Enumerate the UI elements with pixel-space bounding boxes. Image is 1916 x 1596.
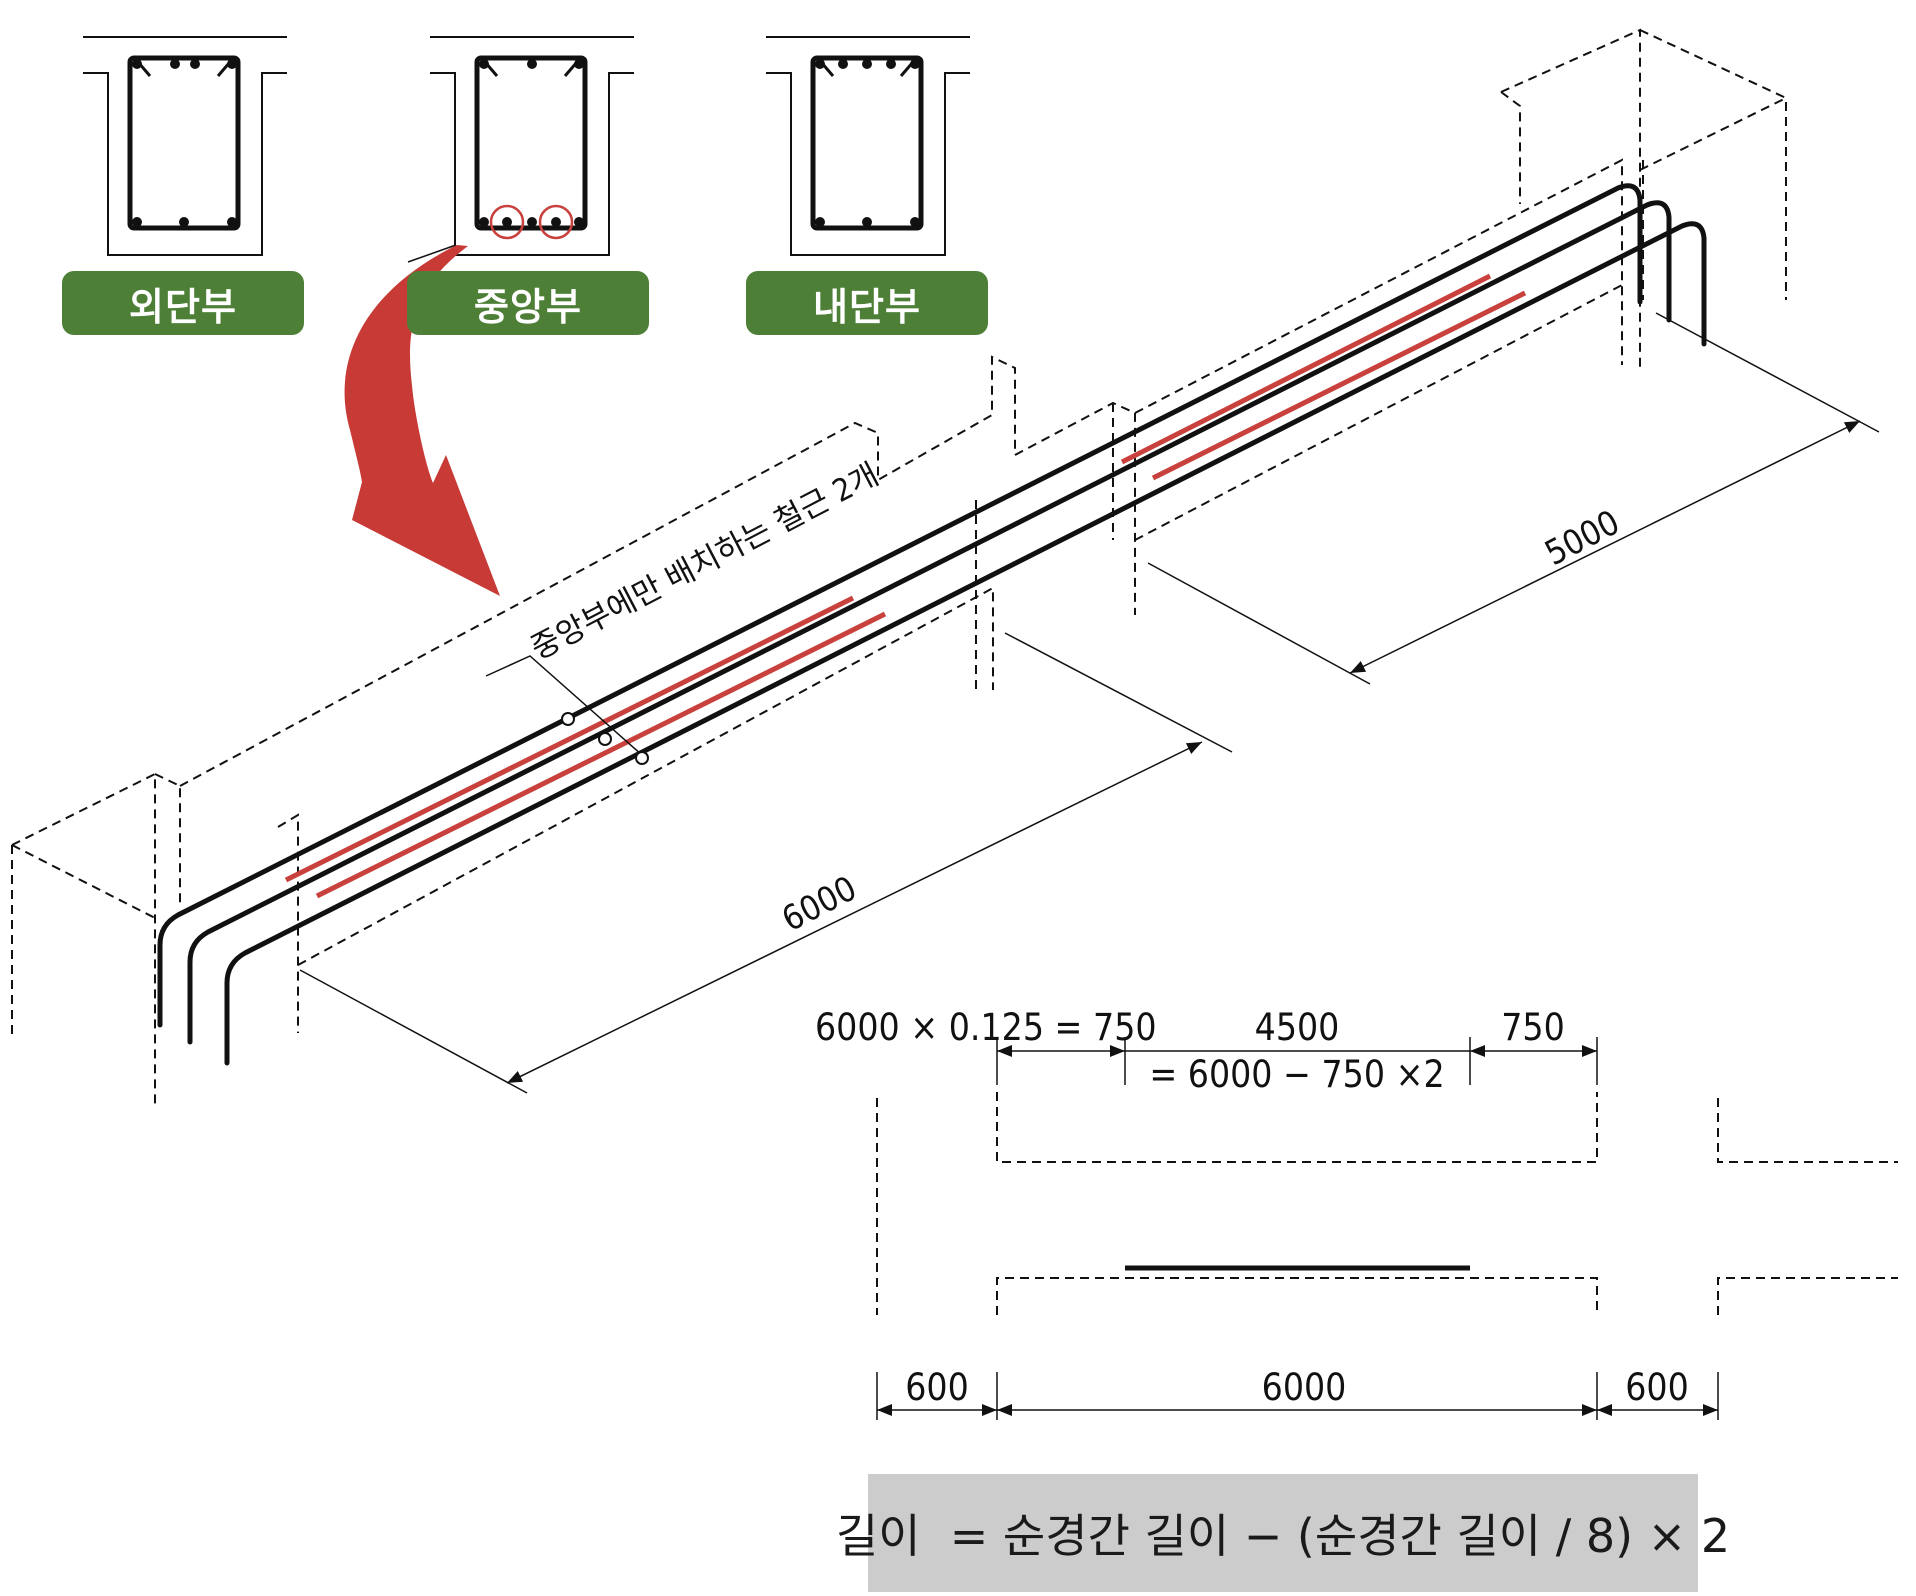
length-formula: 길이 = 순경간 길이 − (순경간 길이 / 8) × 2: [835, 1509, 1731, 1563]
bottom-right-label: 600: [1625, 1366, 1689, 1409]
red-rebar-left-1: [284, 595, 855, 883]
span-label-5000: 5000: [1539, 503, 1627, 574]
label-outer-end: 외단부: [62, 271, 304, 335]
red-rebar-left-2: [315, 611, 887, 899]
bottom-dimension-lines: [876, 1372, 1719, 1420]
beam-outline-dashed: [11, 28, 1787, 1105]
red-rebar-right-1: [1120, 273, 1492, 465]
highlight-circle-right: [538, 204, 574, 240]
cross-section-inner: [766, 36, 970, 256]
span-dimension-6000: [299, 632, 1233, 1094]
curved-red-arrow: [344, 245, 500, 596]
label-center: 중앙부: [407, 271, 649, 335]
calc-middle-label: 4500: [1255, 1006, 1340, 1049]
plan-view-outline: [876, 1092, 1898, 1315]
bottom-middle-label: 6000: [1262, 1366, 1347, 1409]
calc-end-left-label: 6000 × 0.125 = 750: [815, 1006, 1157, 1049]
cross-section-center: [430, 36, 634, 256]
length-formula-box: 길이 = 순경간 길이 − (순경간 길이 / 8) × 2: [836, 1474, 1730, 1592]
highlight-circle-left: [489, 204, 525, 240]
center-only-rebars: [284, 273, 1527, 899]
main-rebars: [157, 183, 1707, 1066]
calc-end-right-label: 750: [1501, 1006, 1565, 1049]
bottom-left-label: 600: [905, 1366, 969, 1409]
label-inner-end: 내단부: [746, 271, 988, 335]
main-rebar-2: [187, 200, 1672, 1045]
calc-middle-formula: = 6000 − 750 ×2: [1149, 1053, 1444, 1096]
cross-section-outer: [83, 36, 287, 256]
calc-dimension-lines: [996, 1037, 1598, 1085]
callout-leader-line: [407, 244, 457, 263]
main-rebar-3: [224, 221, 1707, 1066]
main-rebar-1: [157, 183, 1643, 1028]
annotation-text: 중앙부에만 배치하는 철근 2개: [525, 457, 884, 667]
span-dimension-5000: [1147, 312, 1880, 685]
red-rebar-right-2: [1151, 290, 1527, 481]
